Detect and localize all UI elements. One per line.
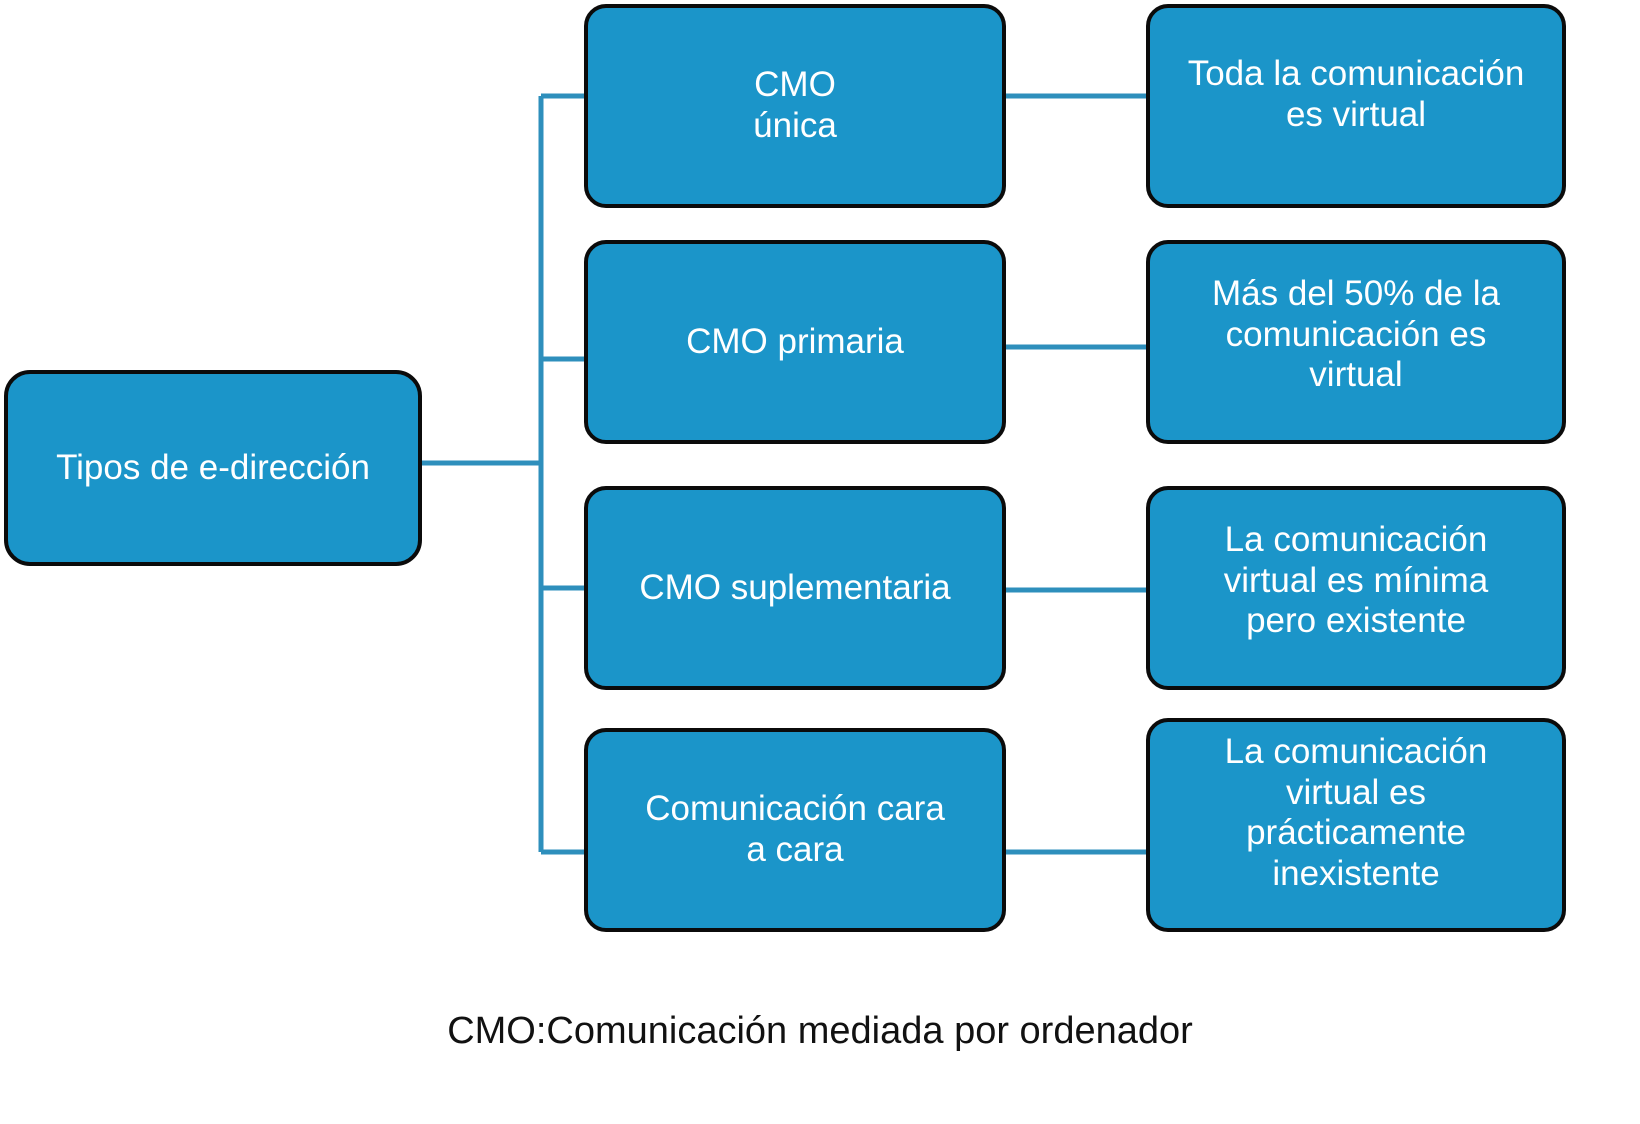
description-node-1[interactable]: Toda la comunicación es virtual: [1146, 4, 1566, 208]
description-node-2[interactable]: Más del 50% de la comunicación es virtua…: [1146, 240, 1566, 444]
category-node-cmo-suplementaria[interactable]: CMO suplementaria: [584, 486, 1006, 690]
category-node-label: CMO única: [753, 65, 837, 145]
category-node-label: CMO suplementaria: [639, 567, 951, 607]
description-node-label: Más del 50% de la comunicación es virtua…: [1212, 274, 1500, 395]
description-node-label: Toda la comunicación es virtual: [1187, 54, 1525, 134]
category-node-cmo-primaria[interactable]: CMO primaria: [584, 240, 1006, 444]
description-node-label: La comunicación virtual es mínima pero e…: [1223, 520, 1489, 641]
category-node-label: CMO primaria: [686, 321, 904, 361]
root-node-label: Tipos de e-dirección: [56, 447, 370, 487]
description-node-4[interactable]: La comunicación virtual es prácticamente…: [1146, 718, 1566, 932]
category-node-label: Comunicación cara a cara: [645, 789, 945, 869]
diagram-caption: CMO:Comunicación mediada por ordenador: [447, 1010, 1193, 1052]
description-node-3[interactable]: La comunicación virtual es mínima pero e…: [1146, 486, 1566, 690]
category-node-cmo-unica[interactable]: CMO única: [584, 4, 1006, 208]
root-node[interactable]: Tipos de e-dirección: [4, 370, 422, 566]
description-node-label: La comunicación virtual es prácticamente…: [1224, 732, 1488, 893]
category-node-comunicacion-cara-a-cara[interactable]: Comunicación cara a cara: [584, 728, 1006, 932]
